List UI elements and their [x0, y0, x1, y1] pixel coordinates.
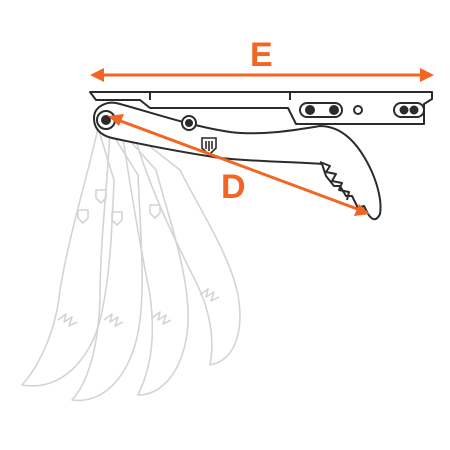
ghost-thumb-positions [21, 127, 241, 402]
dimension-d-arrow [108, 114, 370, 216]
ghost-shield-icon-2 [111, 211, 123, 226]
ghost-thumb-3 [121, 131, 189, 396]
shield-logo-icon [201, 137, 217, 157]
ghost-teeth-3 [151, 311, 172, 325]
adjust-hole [353, 105, 363, 115]
ghost-shield-icon-1 [77, 209, 89, 224]
adjust-slot-2 [393, 102, 425, 118]
ghost-teeth-4 [199, 288, 220, 302]
ghost-teeth-2 [103, 313, 124, 327]
ghost-thumb-1 [21, 127, 115, 387]
dimension-d-label: D [221, 168, 246, 206]
ghost-shield-icon-4 [95, 189, 107, 204]
dimension-e-arrow [90, 68, 434, 82]
ghost-teeth-1 [57, 313, 78, 327]
dimension-e-label: E [250, 36, 273, 74]
mounting-plate [89, 91, 433, 125]
ghost-shield-icon-3 [149, 204, 161, 219]
ghost-thumb-2 [71, 129, 143, 402]
ghost-thumb-4 [133, 133, 241, 366]
pins [96, 102, 425, 131]
